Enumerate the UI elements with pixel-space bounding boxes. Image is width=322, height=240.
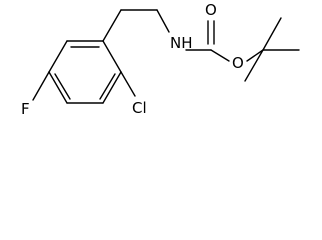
bond-tbu-methyl-top bbox=[262, 17, 282, 51]
bond-ch2-n bbox=[156, 9, 170, 33]
ester-oxygen-label: O bbox=[232, 54, 244, 72]
ring-double-bond bbox=[99, 73, 116, 100]
bond-c-cl bbox=[120, 71, 136, 97]
benzene-ring bbox=[48, 40, 122, 104]
chlorine-label: Cl bbox=[132, 99, 147, 117]
ring-bond bbox=[48, 71, 68, 104]
carbonyl-oxygen-label: O bbox=[205, 1, 217, 19]
fluorine-label: F bbox=[21, 100, 30, 118]
amine-label: NH bbox=[170, 34, 193, 52]
bond-ring-ch2 bbox=[102, 9, 122, 42]
ring-bond bbox=[102, 71, 122, 104]
ring-bond bbox=[102, 40, 122, 73]
bond-c-o-ester bbox=[210, 49, 230, 62]
bond-tbu-methyl-bottom bbox=[244, 49, 264, 82]
ring-bond bbox=[48, 40, 68, 73]
ring-double-bond bbox=[54, 73, 71, 100]
molecule-structure: F Cl NH O O bbox=[21, 1, 300, 118]
bond-c-f bbox=[32, 71, 50, 101]
bond-o-ctert bbox=[246, 49, 264, 62]
